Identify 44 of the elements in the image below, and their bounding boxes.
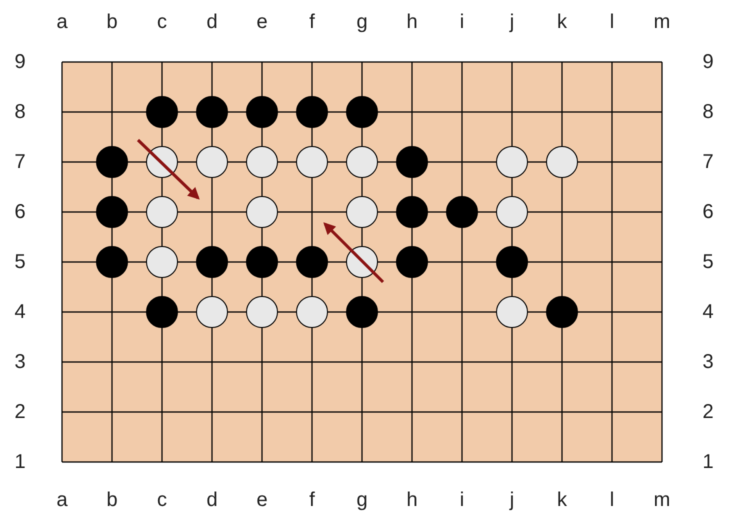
coordinate-label: e (256, 11, 268, 33)
coordinate-label: a (56, 11, 68, 33)
coordinate-label: i (460, 11, 464, 33)
coordinate-label: k (557, 489, 567, 511)
coordinate-label: 3 (14, 351, 26, 373)
coordinate-label: 9 (702, 51, 714, 73)
coordinate-label: 3 (702, 351, 714, 373)
coordinate-label: d (206, 11, 218, 33)
coordinate-label: h (406, 11, 418, 33)
coordinate-label: b (106, 489, 118, 511)
coordinate-label: f (309, 11, 315, 33)
coordinate-label: c (157, 11, 167, 33)
coordinate-label: h (406, 489, 418, 511)
coordinate-label: l (610, 489, 614, 511)
coordinate-label: a (56, 489, 68, 511)
coordinate-label: d (206, 489, 218, 511)
coordinate-label: m (654, 11, 670, 33)
coordinate-label: 8 (702, 101, 714, 123)
coordinate-label: k (557, 11, 567, 33)
coordinate-label: j (510, 11, 514, 33)
coordinate-label: c (157, 489, 167, 511)
coordinate-label: l (610, 11, 614, 33)
coordinate-label: g (356, 11, 368, 33)
coordinate-label: 7 (702, 151, 714, 173)
coordinate-label: 4 (702, 301, 714, 323)
coordinate-label: 2 (14, 401, 26, 423)
coordinate-label: e (256, 489, 268, 511)
coordinate-label: 5 (14, 251, 26, 273)
coordinate-label: 8 (14, 101, 26, 123)
coordinate-label: b (106, 11, 118, 33)
coordinate-label: 1 (702, 451, 714, 473)
coordinate-label: 9 (14, 51, 26, 73)
coordinate-label: g (356, 489, 368, 511)
coordinate-label: 5 (702, 251, 714, 273)
coordinate-label: 1 (14, 451, 26, 473)
coordinate-label: m (654, 489, 670, 511)
coordinate-label: f (309, 489, 315, 511)
coordinate-label: j (510, 489, 514, 511)
coordinate-label: 2 (702, 401, 714, 423)
coordinate-label: 7 (14, 151, 26, 173)
coordinate-label: i (460, 489, 464, 511)
coordinate-label: 4 (14, 301, 26, 323)
coordinate-label: 6 (702, 201, 714, 223)
coordinate-label: 6 (14, 201, 26, 223)
